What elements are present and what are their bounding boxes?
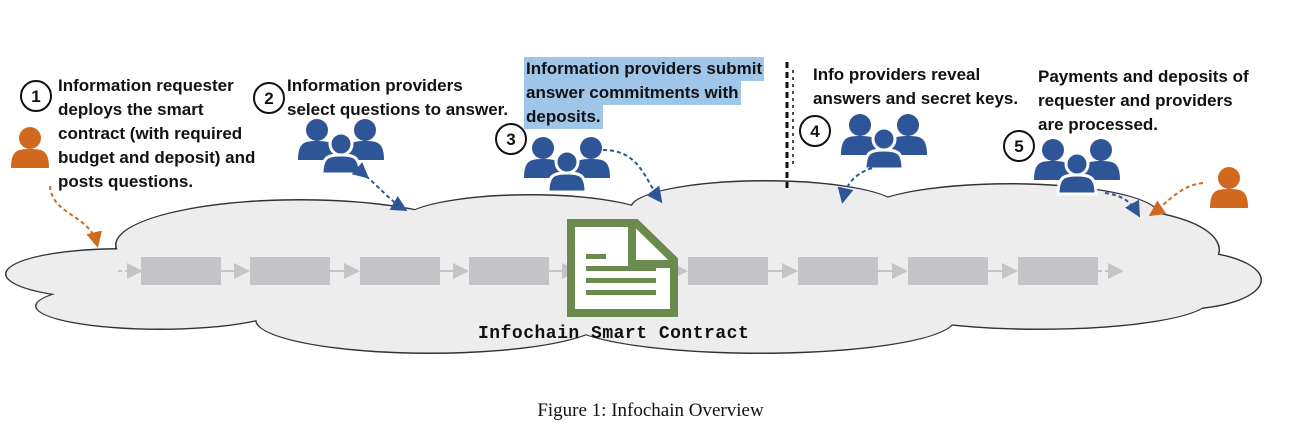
block	[250, 257, 330, 285]
step-3-line: deposits.	[524, 105, 603, 129]
flow-arrows	[49, 149, 1204, 248]
step-number: 4	[810, 122, 820, 141]
step-circle-4	[799, 115, 831, 147]
step-circle-2	[253, 82, 285, 114]
step-circle-5	[1003, 130, 1035, 162]
block	[360, 257, 440, 285]
step-3-line: Information providers submit	[524, 57, 765, 81]
arrow-step-2	[351, 162, 408, 212]
person-icon	[11, 127, 49, 168]
block	[141, 257, 221, 285]
step-number: 1	[31, 87, 40, 106]
step-2-line: select questions to answer.	[287, 100, 509, 119]
step-3-line: answer commitments with	[524, 81, 741, 105]
step-1-text: Information requester deploys the smart …	[58, 74, 255, 194]
step-circles	[20, 80, 1035, 162]
step-circle-1	[20, 80, 52, 112]
block-chain	[118, 257, 1124, 285]
people-group-icon	[841, 114, 927, 169]
step-number: 5	[1014, 137, 1023, 156]
people-group-icon	[298, 119, 384, 174]
step-4-line: answers and secret keys.	[813, 89, 1019, 108]
step-5-line: Payments and deposits of	[1038, 67, 1249, 86]
step-5-text: Payments and deposits of requester and p…	[1038, 65, 1249, 137]
people-group-icon	[524, 137, 610, 192]
step-4-line: Info providers reveal	[813, 65, 981, 84]
step-number: 2	[264, 89, 273, 108]
step-2-text: Information providers select questions t…	[287, 74, 508, 122]
step-2-line: Information providers	[287, 76, 463, 95]
arrow-step-5	[1104, 192, 1140, 218]
arrow-step-4	[837, 167, 873, 204]
step-1-line: posts questions.	[58, 172, 194, 191]
step-1-line: deploys the smart	[58, 100, 204, 119]
block	[798, 257, 878, 285]
step-1-line: contract (with required	[58, 124, 243, 143]
step-3-text: Information providers submit answer comm…	[524, 57, 765, 129]
person-icon	[1210, 167, 1248, 208]
block	[469, 257, 549, 285]
block	[688, 257, 768, 285]
step-1-line: Information requester	[58, 76, 234, 95]
block	[1018, 257, 1098, 285]
step-5-line: are processed.	[1038, 115, 1159, 134]
arrow-step-1	[49, 185, 102, 248]
step-5-line: requester and providers	[1038, 91, 1233, 110]
contract-label: Infochain Smart Contract	[478, 324, 750, 344]
document-icon	[567, 219, 678, 317]
block	[908, 257, 988, 285]
step-number: 3	[506, 130, 515, 149]
figure-caption: Figure 1: Infochain Overview	[537, 400, 764, 421]
arrow-step-5-requester	[1148, 182, 1204, 217]
step-1-line: budget and deposit) and	[58, 148, 256, 167]
step-circle-3	[495, 123, 527, 155]
step-4-text: Info providers reveal answers and secret…	[813, 63, 1018, 111]
arrow-step-3	[602, 149, 663, 204]
blockchain-cloud	[5, 180, 1262, 354]
